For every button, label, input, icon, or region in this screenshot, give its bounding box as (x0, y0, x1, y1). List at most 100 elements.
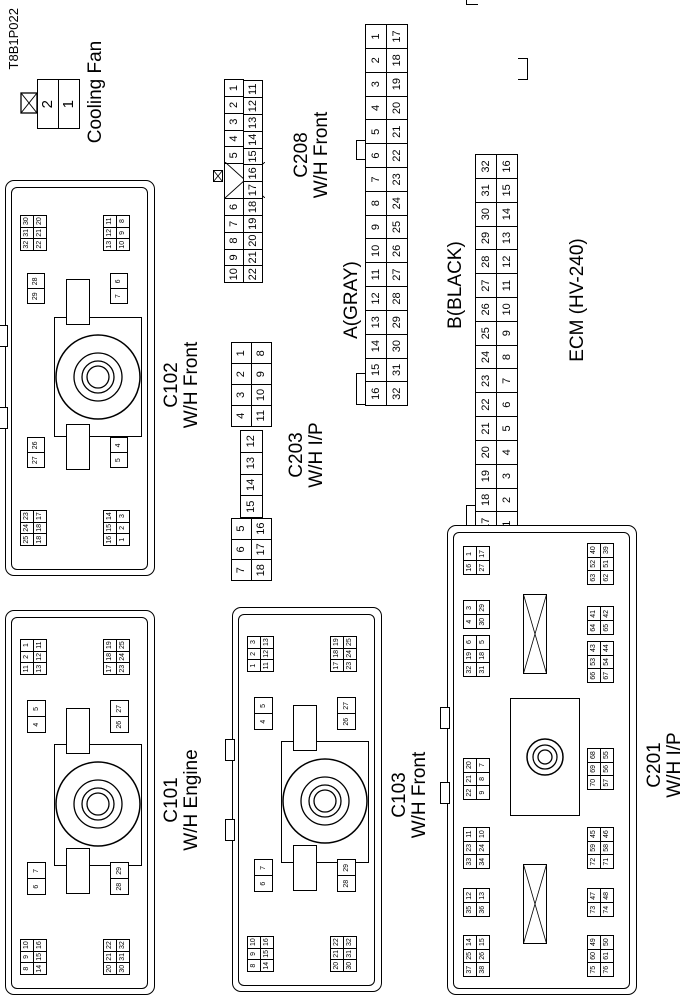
pin: 15 (102, 521, 117, 535)
pin: 24 (385, 190, 408, 216)
c208-pins-top: 10 9 8 7 6 5 4 3 2 1 (223, 79, 265, 284)
pin: 49 (586, 934, 601, 950)
c101-group: 14 15 16 (32, 938, 47, 976)
c201-group: 76 61 50 (599, 934, 614, 978)
pin: 56 (599, 761, 614, 777)
pin: 15 (495, 177, 518, 203)
ecm-a-pins-bottom: 32 31 30 29 28 27 26 25 24 23 22 21 20 1… (385, 24, 408, 407)
pin: 32 (115, 938, 130, 952)
pin: 9 (223, 248, 244, 267)
pin: 8 (250, 342, 272, 365)
pin: 19 (329, 635, 344, 649)
pin: 2 (223, 95, 244, 114)
c103-group: 6 7 (253, 859, 273, 893)
pin: 27 (475, 560, 490, 576)
pin: 70 (586, 775, 601, 791)
c103-group: 4 5 (253, 697, 273, 731)
pin: 5 (253, 697, 273, 715)
pin: 20 (474, 439, 497, 465)
pin: 57 (599, 775, 614, 791)
pin: 48 (599, 888, 614, 904)
pin: 7 (26, 862, 46, 880)
pin: 16 (462, 560, 477, 576)
pin: 34 (475, 854, 490, 870)
pin: 18 (102, 650, 117, 664)
pin: 29 (474, 225, 497, 251)
pin: 18 (329, 647, 344, 661)
pin: 11 (364, 262, 387, 288)
pin: 43 (586, 640, 601, 656)
cooling-fan-pins-top: 2 (36, 79, 59, 130)
c102-group: 18 18 17 (32, 509, 47, 547)
pin: 6 (364, 143, 387, 169)
mounting-bolt-icon (55, 761, 141, 847)
pin: 42 (599, 606, 614, 622)
pin: 51 (599, 556, 614, 572)
pin: 11 (242, 80, 263, 99)
pin: 21 (474, 415, 497, 441)
c101-group: 23 24 25 (115, 638, 130, 676)
c101-group: 26 27 (109, 700, 129, 734)
pin: 22 (385, 143, 408, 169)
pin: 3 (246, 635, 261, 649)
pin: 16 (102, 533, 117, 547)
pin: 21 (385, 119, 408, 145)
pin: 12 (32, 650, 47, 664)
pin: 2 (36, 79, 59, 130)
pin: 18 (32, 533, 47, 547)
pin: 26 (385, 238, 408, 264)
pin: 7 (223, 214, 244, 233)
pin: 12 (259, 647, 274, 661)
pin: 14 (102, 509, 117, 523)
c208-sub: W/H Front (310, 111, 332, 199)
pin: 21 (462, 771, 477, 787)
pin: 8 (246, 959, 261, 973)
c208-pins-bottom: 22 21 20 19 18 17 16 15 14 13 12 11 (242, 80, 263, 284)
mounting-bolt-icon (282, 758, 368, 844)
pin: 18 (474, 487, 497, 513)
pin: 74 (599, 902, 614, 918)
pin: 23 (19, 509, 34, 523)
pin: 4 (109, 437, 128, 454)
pin: 14 (364, 333, 387, 359)
pin: 69 (586, 761, 601, 777)
pin: 63 (586, 570, 601, 586)
pin: 25 (342, 635, 357, 649)
ecm-b-pins-top: 17 18 19 20 21 22 23 24 25 26 27 28 29 3… (474, 154, 497, 537)
blank-pin (223, 162, 265, 200)
pin: 20 (242, 231, 263, 250)
c101-group: 4 5 (26, 700, 46, 734)
pin: 68 (586, 747, 601, 763)
pin: 38 (475, 962, 490, 978)
figure-id: T8B1P022 (6, 8, 21, 70)
ecm-label: ECM (HV-240) (567, 238, 588, 362)
pin: 5 (495, 415, 518, 441)
c102-group: 5 4 (109, 437, 128, 469)
pin: 7 (230, 559, 252, 582)
pin: 26 (26, 437, 45, 454)
c102-slot (66, 279, 90, 325)
pin: 9 (115, 226, 130, 240)
pin: 31 (474, 177, 497, 203)
pin: 32 (474, 154, 497, 179)
pin: 11 (19, 662, 34, 676)
pin: 1 (19, 638, 34, 652)
pin: 7 (495, 368, 518, 394)
c102-label: C102 W/H Front (161, 325, 202, 445)
c201-housing: 16 1 27 17 4 3 30 29 32 19 6 31 18 5 22 … (440, 525, 637, 995)
pin: 66 (586, 668, 601, 684)
c101-slot (66, 848, 90, 894)
tab (0, 407, 8, 429)
pin: 19 (242, 214, 263, 233)
pin: 67 (599, 668, 614, 684)
pin: 31 (385, 357, 408, 383)
pin: 29 (336, 859, 356, 877)
c101-slot (66, 708, 90, 754)
pin: 4 (223, 129, 244, 148)
pin: 20 (462, 757, 477, 773)
pin: 12 (242, 97, 263, 116)
c201-name: C201 (644, 742, 665, 788)
pin: 25 (474, 320, 497, 346)
pin: 44 (599, 640, 614, 656)
pin: 17 (385, 24, 408, 49)
